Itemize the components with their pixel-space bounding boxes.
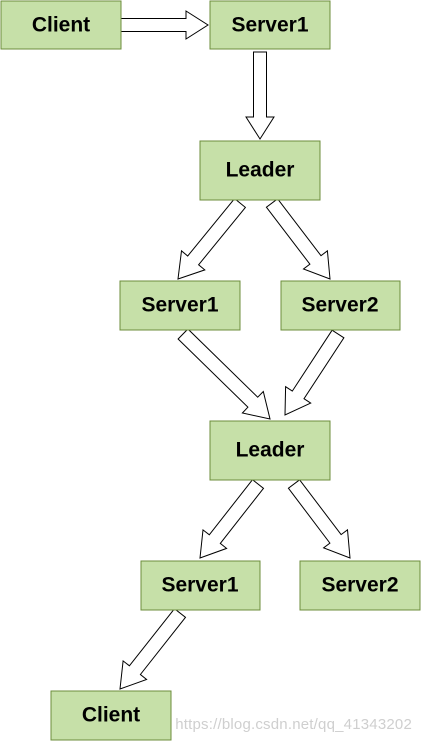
- node-leader-2: Leader: [209, 420, 331, 481]
- node-box: [199, 140, 321, 201]
- node-server1-top: Server1: [209, 0, 331, 50]
- arrow-leader-2-to-server1-low: [199, 478, 265, 559]
- node-server1-mid: Server1: [119, 280, 241, 331]
- node-server2-mid: Server2: [280, 280, 401, 331]
- node-label: Leader: [236, 439, 305, 462]
- node-label: Client: [32, 14, 90, 37]
- node-leader-1: Leader: [199, 140, 321, 201]
- node-box: [119, 280, 241, 331]
- arrow-server1-low-to-client-bottom: [119, 607, 187, 690]
- arrow-server1-mid-to-leader-2: [177, 328, 271, 420]
- node-box: [209, 0, 331, 50]
- node-server1-low: Server1: [140, 560, 261, 611]
- node-label: Leader: [226, 159, 295, 182]
- arrow-leader-1-to-server1-mid: [177, 197, 247, 280]
- node-label: Client: [82, 704, 140, 727]
- node-box: [140, 560, 261, 611]
- edge-layer: [119, 10, 351, 690]
- node-box: [299, 560, 421, 611]
- arrow-leader-1-to-server2-mid: [265, 198, 331, 280]
- node-client-top: Client: [0, 0, 122, 50]
- node-server2-low: Server2: [299, 560, 421, 611]
- node-client-bottom: Client: [50, 690, 172, 741]
- node-label: Server1: [161, 574, 238, 597]
- node-box: [0, 0, 122, 50]
- node-box: [280, 280, 401, 331]
- node-label: Server1: [141, 294, 218, 317]
- node-label: Server2: [301, 294, 378, 317]
- watermark: https://blog.csdn.net/qq_41343202: [175, 716, 412, 733]
- node-box: [209, 420, 331, 481]
- arrow-server1-top-to-leader-1: [245, 51, 275, 140]
- node-label: Server2: [321, 574, 398, 597]
- arrow-client-top-to-server1-top: [120, 10, 209, 40]
- arrow-leader-2-to-server2-low: [287, 479, 351, 559]
- arrow-server2-mid-to-leader-2: [284, 329, 345, 416]
- node-label: Server1: [231, 14, 308, 37]
- node-box: [50, 690, 172, 741]
